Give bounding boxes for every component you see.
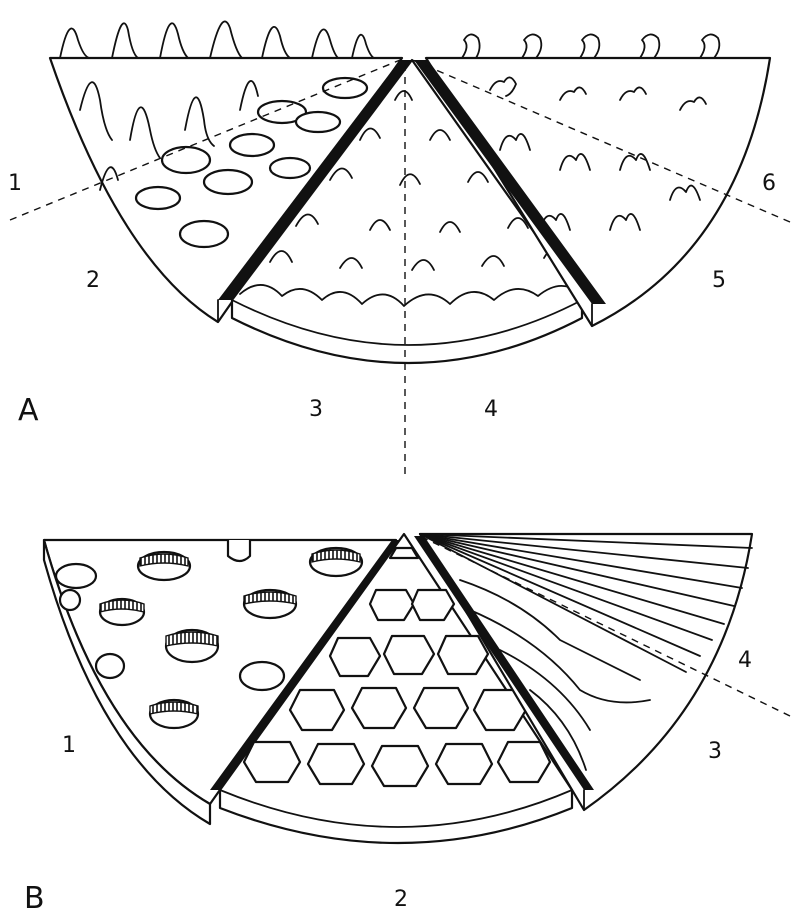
panel-b-number-2: 2 [394, 887, 408, 912]
panel-b-holes [54, 546, 364, 730]
panel-a-peaks [269, 90, 565, 271]
panel-b-ridges [419, 533, 753, 771]
panel-a-number-4: 4 [484, 397, 498, 422]
panel-b: 1 2 3 4 B [24, 532, 791, 916]
panel-b-sector-honeycomb [218, 532, 574, 845]
panel-b-sector-holes [42, 538, 402, 826]
panel-a-label: A [18, 393, 39, 428]
panel-a-number-6: 6 [762, 171, 776, 196]
panel-a-spikes [59, 20, 375, 191]
panel-a-dashed-left [9, 57, 406, 221]
panel-a-dashed-right [407, 57, 791, 223]
panel-a-number-2: 2 [86, 268, 100, 293]
panel-a: 1 2 3 4 5 6 A [8, 20, 791, 480]
panel-b-dashed-right [419, 535, 791, 717]
panel-a-sector-middle [230, 58, 584, 365]
panel-a-number-1: 1 [8, 171, 22, 196]
panel-a-sector-right [414, 33, 772, 328]
panel-a-sector-left [48, 20, 412, 324]
panel-b-hexagons [242, 546, 552, 788]
panel-b-number-1: 1 [62, 733, 76, 758]
panel-a-discs [134, 76, 369, 249]
panel-b-number-4: 4 [738, 648, 752, 673]
panel-b-label: B [24, 881, 45, 916]
panel-a-number-5: 5 [712, 268, 726, 293]
panel-b-number-3: 3 [708, 739, 722, 764]
panel-a-number-3: 3 [309, 397, 323, 422]
panel-b-sector-ridges [414, 532, 754, 812]
